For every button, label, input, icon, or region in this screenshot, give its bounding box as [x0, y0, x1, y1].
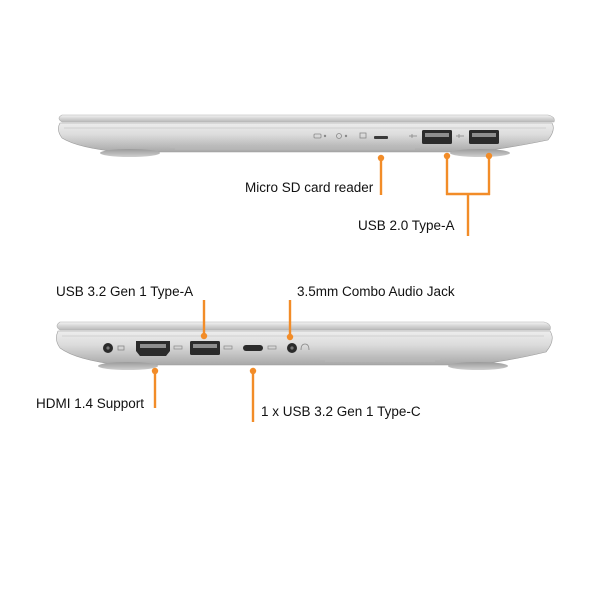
usb2-port-2: [469, 130, 499, 144]
usb2-port-1: [422, 130, 452, 144]
callout-label-usbc: 1 x USB 3.2 Gen 1 Type-C: [261, 404, 421, 419]
callout-dots-left: [151, 332, 294, 375]
usb-symbol-icon: [223, 345, 233, 350]
battery-led-icon: [336, 133, 348, 139]
foot-left: [100, 149, 160, 157]
laptop-right-side: [58, 114, 555, 236]
callout-label-usb2: USB 2.0 Type-A: [358, 218, 455, 233]
lid-edge: [56, 321, 551, 331]
headphone-icon: [300, 343, 310, 351]
usb-symbol-icon: [409, 134, 464, 138]
callout-lines-right: [379, 156, 491, 236]
hdmi-port: [136, 341, 170, 356]
foot-right: [450, 149, 510, 157]
foot-left: [98, 362, 158, 370]
callout-label-hdmi: HDMI 1.4 Support: [36, 396, 145, 411]
vent-grille: [170, 146, 420, 150]
usbc-port: [243, 345, 263, 351]
foot-right: [448, 362, 508, 370]
laptop-left-side: [56, 300, 553, 422]
power-input-icon: [117, 345, 125, 351]
callout-label-micro-sd: Micro SD card reader: [245, 180, 374, 195]
micro-sd-slot: [374, 136, 388, 139]
usb32a-port: [190, 341, 220, 355]
sd-card-icon: [359, 132, 367, 139]
callout-label-audio: 3.5mm Combo Audio Jack: [297, 284, 455, 299]
callout-label-usb32a: USB 3.2 Gen 1 Type-A: [56, 284, 194, 299]
callout-dots-right: [377, 152, 493, 162]
vent-grille: [320, 358, 440, 362]
power-led-icon: [313, 133, 327, 139]
lid-edge: [58, 114, 555, 123]
hdmi-symbol-icon: [173, 345, 183, 350]
callout-lines-left: [153, 300, 292, 422]
